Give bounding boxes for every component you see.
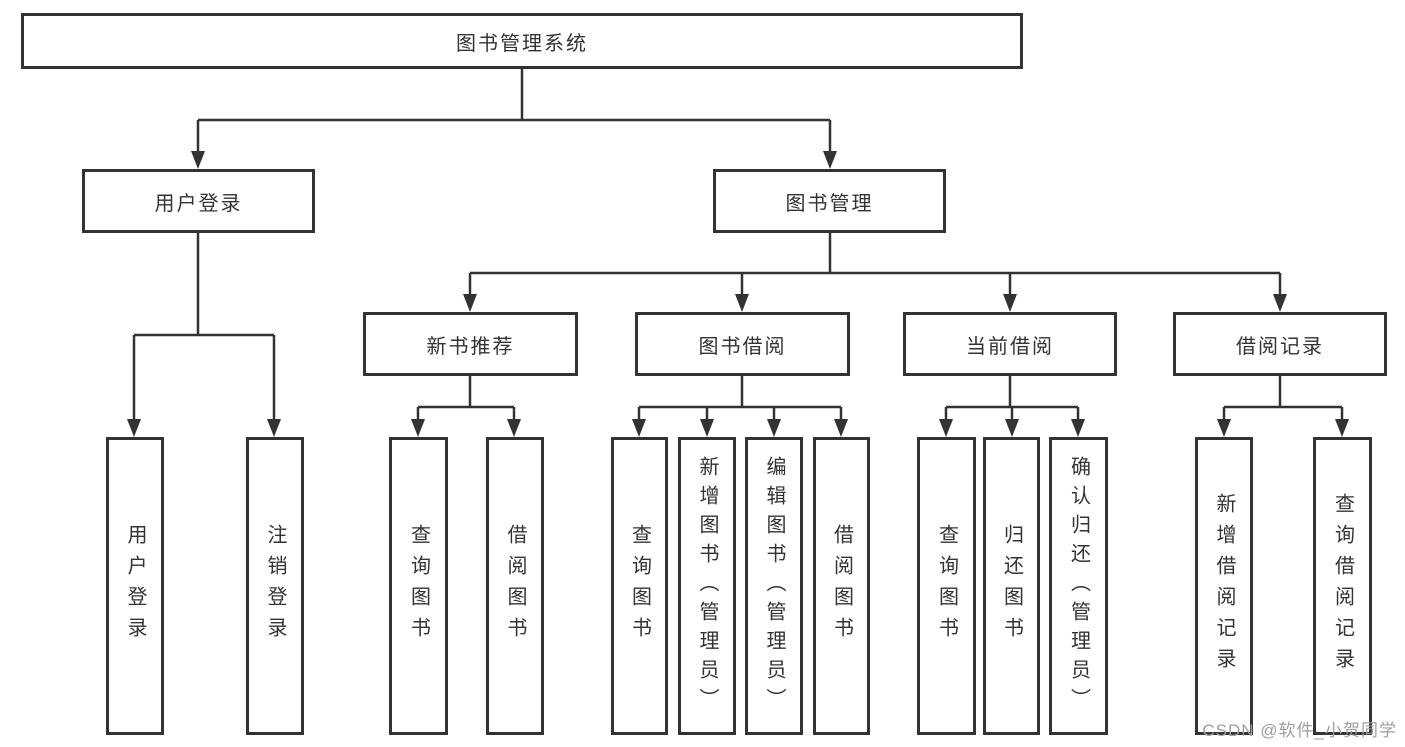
leaf-edit-books-admin: 编辑图书（管理员） — [745, 437, 803, 735]
leaf-confirm-return-admin: 确认归还（管理员） — [1049, 437, 1108, 735]
node-book-borrow: 图书借阅 — [635, 312, 850, 376]
leaf-query-borrow-record: 查询借阅记录 — [1313, 437, 1372, 735]
node-borrow-records: 借阅记录 — [1173, 312, 1387, 376]
leaf-add-books-admin: 新增图书（管理员） — [678, 437, 736, 735]
csdn-watermark: CSDN @软件_小贺同学 — [1202, 721, 1397, 740]
leaf-add-borrow-record: 新增借阅记录 — [1195, 437, 1253, 735]
leaf-borrow-books: 借阅图书 — [813, 437, 870, 735]
leaf-user-login: 用户登录 — [106, 437, 164, 735]
leaf-return-books: 归还图书 — [983, 437, 1040, 735]
node-new-book-recommend: 新书推荐 — [363, 312, 578, 376]
node-root-library-system: 图书管理系统 — [21, 13, 1023, 69]
leaf-query-books-current: 查询图书 — [917, 437, 976, 735]
leaf-borrow-books-recommend: 借阅图书 — [486, 437, 544, 735]
node-user-login-branch: 用户登录 — [82, 169, 315, 233]
node-current-borrow: 当前借阅 — [903, 312, 1117, 376]
leaf-query-books-borrow: 查询图书 — [611, 437, 668, 735]
leaf-logout: 注销登录 — [246, 437, 304, 735]
leaf-query-books-recommend: 查询图书 — [389, 437, 448, 735]
node-book-management-branch: 图书管理 — [713, 169, 946, 233]
